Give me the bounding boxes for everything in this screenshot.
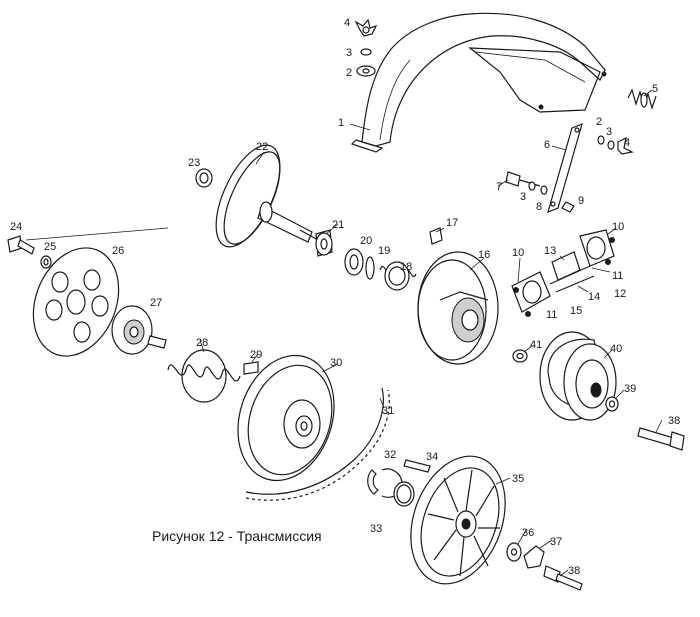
callout: 35 [512,473,524,485]
part-21-bushing [315,229,333,257]
part-16-clutch-drum [417,251,499,365]
part-31-drive-belt [245,387,390,501]
callout: 14 [588,291,600,303]
callout: 4 [344,17,350,29]
callout: 37 [550,536,562,548]
part-17-key [429,227,443,245]
callout: 1 [338,117,344,129]
callout: 7 [496,181,502,193]
figure-caption: Рисунок 12 - Трансмиссия [152,528,322,544]
parts-32-34-retainers [367,459,431,507]
callout: 38 [668,415,680,427]
callout: 31 [382,405,394,417]
part-24-25-bolt-washer [7,235,52,269]
callout: 13 [544,245,556,257]
part-35-spoked-pulley [410,455,506,585]
parts-18-20-spacers-spring [344,248,417,291]
callout: 15 [570,305,582,317]
part-40-drum-pulley [512,331,619,421]
callout: 27 [150,297,162,309]
parts-36-38-bottom-fasteners [506,542,583,591]
callout: 41 [530,339,542,351]
fasteners-top-left [354,18,378,77]
part-6-bracket [505,122,634,214]
callout: 23 [188,157,200,169]
callout: 6 [544,139,550,151]
part-22-pulley-half [215,144,319,248]
callout-labels: 1 2 2 3 3 3 4 4 5 6 7 8 9 10 10 11 11 12… [10,17,680,577]
part-27-hub [111,305,167,355]
part-38-bolt-right [637,427,685,451]
callout: 24 [10,221,22,233]
callout: 20 [360,235,372,247]
callout: 10 [512,247,524,259]
callout: 30 [330,357,342,369]
callout: 34 [426,451,438,463]
callout: 38 [568,565,580,577]
callout: 10 [612,221,624,233]
callout: 11 [546,309,557,321]
callout: 33 [370,523,382,535]
callout: 2 [346,67,352,79]
callout: 3 [346,47,352,59]
parts-10-15-clutch-assembly [511,229,615,317]
callout: 17 [446,217,458,229]
callout: 4 [624,137,630,149]
callout: 25 [44,241,56,253]
callout: 16 [478,249,490,261]
callout: 26 [112,245,124,257]
callout: 19 [378,245,390,257]
callout: 40 [610,343,622,355]
part-1-belt-guard [350,12,607,153]
callout: 5 [652,83,658,95]
callout: 36 [522,527,534,539]
part-23-ring [195,168,213,188]
callout: 9 [578,195,584,207]
callout: 3 [520,191,526,203]
callout: 12 [614,288,626,300]
parts-28-29-spring-key [167,349,259,403]
callout: 32 [384,449,396,461]
callout: 8 [536,201,542,213]
part-30-drive-pulley [237,354,335,482]
callout: 28 [196,337,208,349]
leader-lines [25,89,663,577]
callout: 2 [596,116,602,128]
part-5-spring [627,88,657,111]
part-26-perforated-disk [32,247,120,357]
callout: 11 [612,270,623,282]
callout: 3 [606,126,612,138]
callout: 22 [256,141,268,153]
callout: 21 [332,219,344,231]
callout: 29 [250,349,262,361]
callout: 39 [624,383,636,395]
callout: 18 [400,261,412,273]
